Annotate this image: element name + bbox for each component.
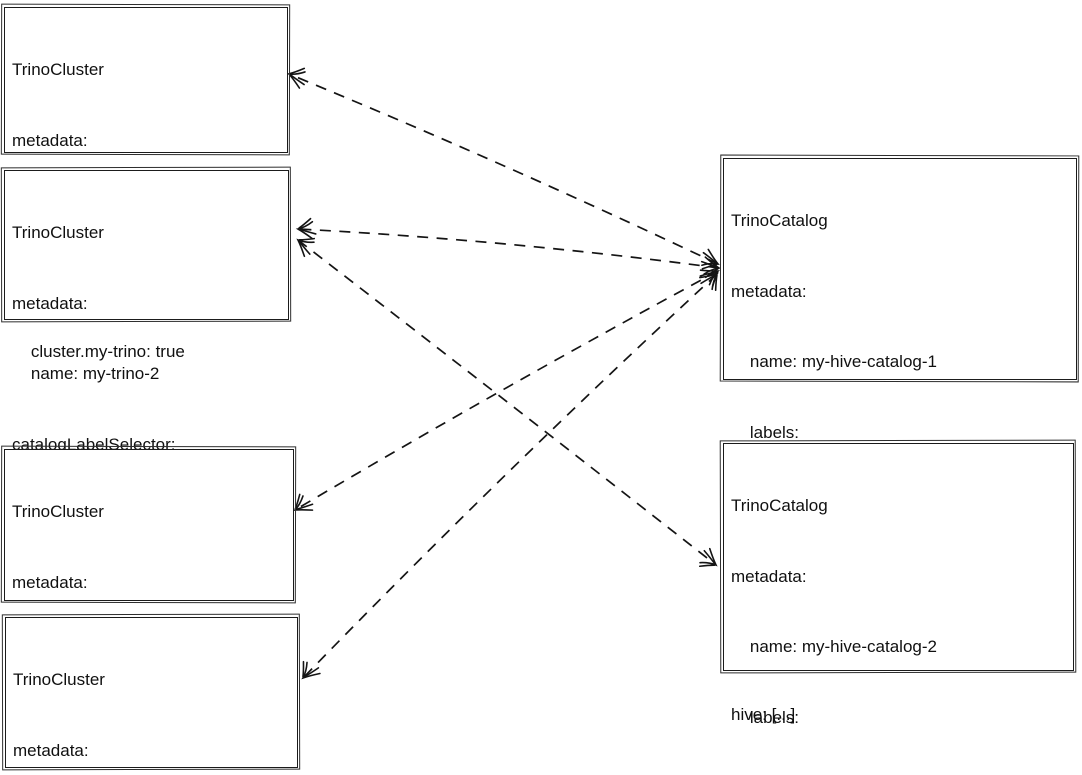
edge-catalog1-my-trino-blue — [293, 269, 721, 511]
edge-catalog1-my-trino-green — [301, 272, 719, 680]
node-text-line: metadata: — [13, 740, 89, 760]
node-text-line: metadata: — [12, 572, 88, 592]
node-text-line: TrinoCluster — [13, 670, 105, 689]
node-text-line: metadata: — [12, 293, 88, 313]
node-text-line: name: my-hive-catalog-2 — [731, 637, 937, 656]
node-text-line: hive: [...] — [731, 704, 796, 724]
node-text-line: labels: — [731, 707, 800, 727]
node-trinocluster-my-trino: TrinoCluster metadata: name: my-trino ca… — [4, 7, 288, 361]
edge-catalog1-my-trino — [287, 67, 720, 270]
edge-catalog2-my-trino-2 — [296, 237, 718, 568]
node-text-line: metadata: — [731, 566, 807, 586]
node-text-line: name: my-hive-catalog-1 — [731, 352, 937, 371]
node-trinocluster-my-trino-2: TrinoCluster metadata: name: my-trino-2 … — [4, 170, 289, 524]
node-text-line: TrinoCluster — [12, 60, 104, 79]
node-text-line: TrinoCluster — [12, 223, 104, 242]
node-text-line: name: my-trino-2 — [12, 364, 160, 383]
edge-catalog1-my-trino-2 — [295, 217, 722, 279]
node-text-line: metadata: — [731, 281, 807, 301]
node-text-line: metadata: — [12, 130, 88, 150]
node-trinocatalog-my-hive-catalog-2: TrinoCatalog metadata: name: my-hive-cat… — [723, 443, 1074, 727]
node-trinocatalog-my-hive-catalog-1: TrinoCatalog metadata: name: my-hive-cat… — [723, 158, 1077, 724]
node-text-line: TrinoCluster — [12, 502, 104, 521]
node-text-line: TrinoCatalog — [731, 496, 828, 515]
node-text-line: TrinoCatalog — [731, 211, 828, 230]
node-trinocluster-my-trino-blue: TrinoCluster metadata: name: my-trino-bl… — [4, 449, 294, 733]
node-trinocluster-my-trino-green: TrinoCluster metadata: name: my-trino-gr… — [5, 617, 298, 768]
node-text-line: labels: — [731, 422, 800, 442]
